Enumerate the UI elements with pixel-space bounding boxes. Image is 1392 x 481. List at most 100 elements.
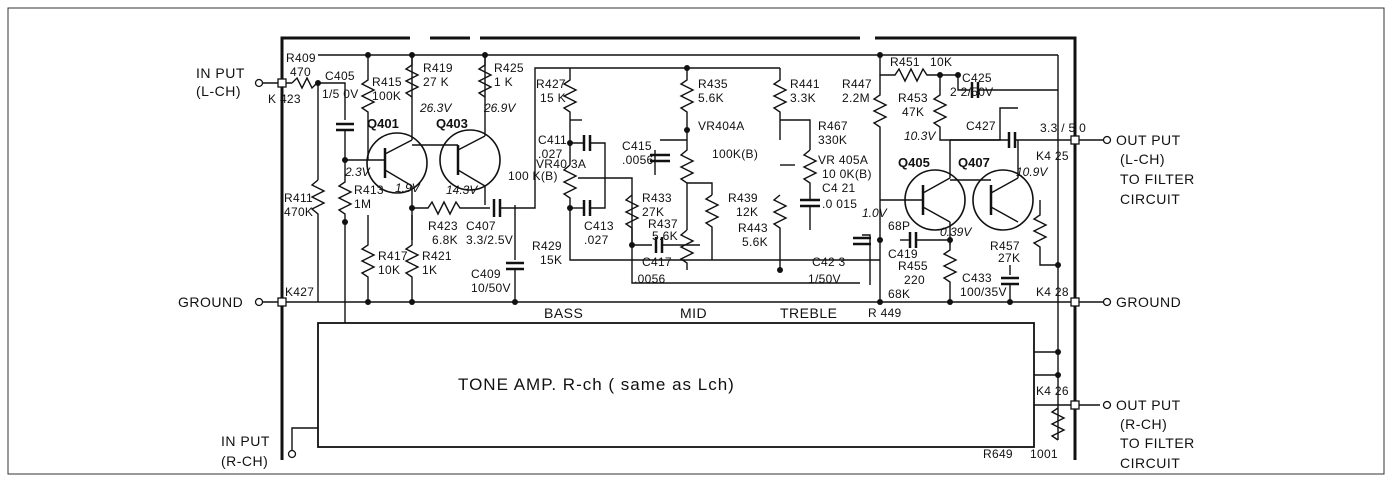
c411-value: .027 <box>538 147 563 161</box>
input-left-channel: (L-CH) <box>196 83 241 99</box>
vr405-label: VR 405A <box>818 153 868 167</box>
c427-label: C427 <box>966 119 996 133</box>
input-right-channel: (R-CH) <box>221 453 268 469</box>
voltage-0-39: 0.39V <box>940 225 972 239</box>
c409-label: C409 <box>471 267 501 281</box>
r443-value: 5.6K <box>742 235 768 249</box>
page-frame <box>7 7 1385 475</box>
q405-label: Q405 <box>898 155 930 170</box>
k427-label: K427 <box>285 285 314 299</box>
io-labels: IN PUT (L-CH) GROUND IN PUT (R-CH) OUT P… <box>178 65 1195 471</box>
r437-value: 5.6K <box>652 229 678 243</box>
c415-label: C415 <box>622 139 652 153</box>
capacitor-c409 <box>506 205 524 302</box>
c425-label: C425 <box>962 71 992 85</box>
rch-block-leads <box>281 302 1100 450</box>
r447-value: 2.2M <box>842 91 870 105</box>
resistor-r417 <box>360 215 376 302</box>
junction-dots <box>315 52 1061 378</box>
transistor-labels: Q401 Q403 Q405 Q407 <box>367 116 990 170</box>
voltage-2-3: 2.3V <box>344 165 371 179</box>
c415-value: .0056 <box>622 153 654 167</box>
supply-rail <box>318 54 1058 69</box>
r453-value: 47K <box>902 105 924 119</box>
control-labels: BASS MID TREBLE <box>544 305 837 321</box>
c413-label: C413 <box>584 219 614 233</box>
c423-label: C42 3 <box>812 255 846 269</box>
resistor-r425 <box>477 55 493 98</box>
voltage-10-9: 10.9V <box>1016 165 1048 179</box>
r433-value: 27K <box>642 205 664 219</box>
c413-value: .027 <box>584 233 609 247</box>
r429-value: 15K <box>540 253 562 267</box>
r423-value: 6.8K <box>432 233 458 247</box>
c433-value: 100/35V <box>960 285 1007 299</box>
r435-label: R435 <box>698 77 728 91</box>
c407-label: C407 <box>466 219 496 233</box>
c433-label: C433 <box>962 271 992 285</box>
vr405-value: 10 0K(B) <box>822 167 872 181</box>
voltage-c405: 1/5 0V <box>322 87 359 101</box>
c405-label: C405 <box>325 69 355 83</box>
transistor-q407 <box>950 140 1034 231</box>
r447-label: R447 <box>842 77 872 91</box>
output-left-label: OUT PUT <box>1116 132 1181 148</box>
c407-value: 3.3/2.5V <box>466 233 513 247</box>
r415-value: 100K <box>372 89 401 103</box>
output-left-dest: TO FILTER <box>1120 171 1195 187</box>
input-left-wiring <box>262 76 346 302</box>
vr403-value: 100 K(B) <box>508 169 558 183</box>
ground-right-label: GROUND <box>1116 294 1181 310</box>
input-right-label: IN PUT <box>221 433 270 449</box>
vr403-label: VR40 3A <box>536 157 586 171</box>
treble-network <box>772 68 820 270</box>
c421-label: C4 21 <box>822 181 856 195</box>
r421-value: 1K <box>422 263 437 277</box>
voltage-labels: 2.3V 1.9V 26.3V 26.9V 14.3V 10.3V 10.9V … <box>322 87 1086 239</box>
r413-label: R413 <box>354 183 384 197</box>
k426-label: K4 26 <box>1036 384 1069 398</box>
r455-label: R455 <box>898 259 928 273</box>
c417-value: .0056 <box>634 272 666 286</box>
r457-value: 27K <box>998 251 1020 265</box>
r419-value: 27 K <box>423 75 449 89</box>
q401-label: Q401 <box>367 116 399 131</box>
r425-label: R425 <box>494 61 524 75</box>
tone-amp-rch-block <box>317 322 1035 448</box>
q403-label: Q403 <box>436 116 468 131</box>
resistor-r423 <box>412 200 490 216</box>
input-left-label: IN PUT <box>196 65 245 81</box>
r425-value: 1 K <box>494 75 513 89</box>
output-right-dest: TO FILTER <box>1120 435 1195 451</box>
mid-network <box>632 68 720 270</box>
voltage-26-3: 26.3V <box>419 101 452 115</box>
rch-block-title: TONE AMP. R-ch ( same as Lch) <box>458 375 735 394</box>
bass-label: BASS <box>544 305 583 321</box>
r437-label: R437 <box>648 217 678 231</box>
r649-value: 1001 <box>1030 447 1058 461</box>
vr404-label: VR404A <box>698 119 745 133</box>
r415-label: R415 <box>372 75 402 89</box>
voltage-1-9: 1.9V <box>395 181 421 195</box>
c411-label: C411 <box>538 133 567 147</box>
r449-value: 68K <box>888 287 910 301</box>
r467-value: 330K <box>818 133 847 147</box>
r467-label: R467 <box>818 119 848 133</box>
c425-value: 2 2/50V <box>950 85 993 99</box>
r413-value: 1M <box>354 197 371 211</box>
r451-value: 10K <box>930 55 952 69</box>
r411-label: R411 <box>284 191 313 205</box>
r435-value: 5.6K <box>698 91 724 105</box>
r409-label: R409 <box>286 51 316 65</box>
r411-value: 470K <box>284 205 313 219</box>
k423-label: K 423 <box>268 92 301 106</box>
ground-left-label: GROUND <box>178 294 243 310</box>
component-labels: R409 470 C405 R411 470K R413 1M R415 100… <box>284 51 1020 301</box>
r417-label: R417 <box>378 249 408 263</box>
resistor-r421 <box>404 215 420 302</box>
treble-label: TREBLE <box>780 305 837 321</box>
c409-value: 10/50V <box>471 281 511 295</box>
r455-value: 220 <box>904 273 925 287</box>
